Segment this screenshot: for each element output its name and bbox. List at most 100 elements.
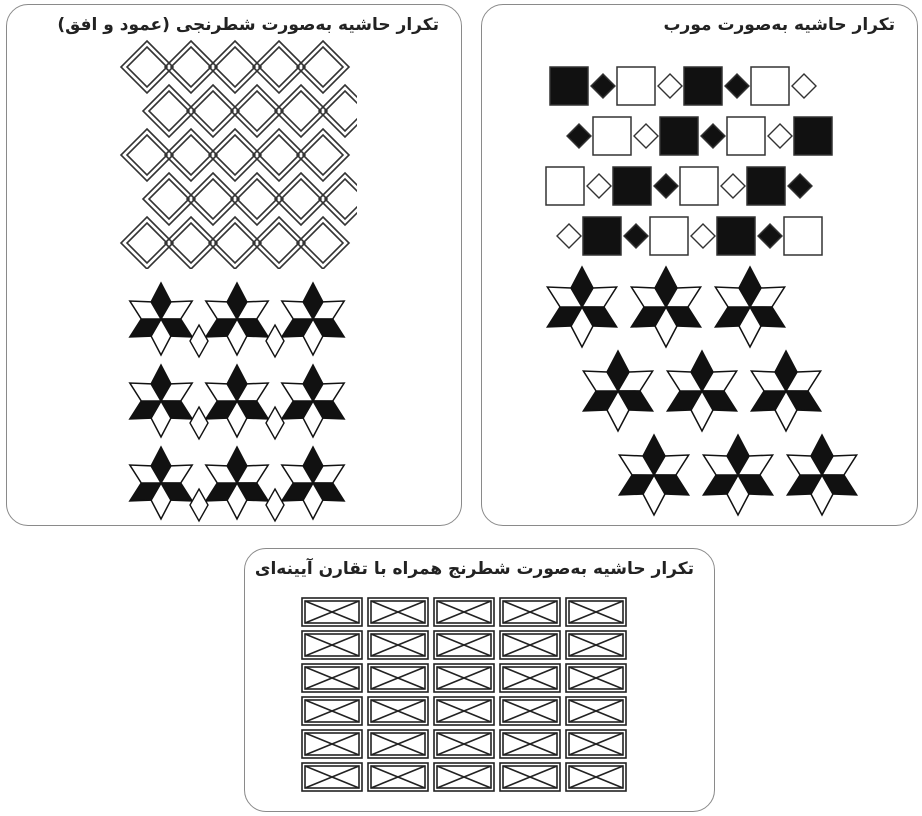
lattice-diamond-inner (281, 179, 321, 219)
white-square (617, 67, 655, 105)
lattice-diamond-inner (281, 91, 321, 131)
white-square (593, 117, 631, 155)
mirror-cell (566, 631, 626, 659)
black-diamond (567, 124, 591, 148)
black-square (613, 167, 651, 205)
lattice-diamond-inner (193, 91, 233, 131)
mirror-cell (368, 631, 428, 659)
mirror-box-pattern (299, 595, 649, 807)
white-square (784, 217, 822, 255)
panel-title: تکرار حاشیه به‌صورت شطرنج همراه با تقارن… (255, 559, 694, 579)
star-motif (703, 435, 772, 515)
star-motif (282, 283, 344, 355)
black-square (794, 117, 832, 155)
black-square (684, 67, 722, 105)
black-diamond (758, 224, 782, 248)
white-square (650, 217, 688, 255)
panel-grid-repeat: تکرار حاشیه به‌صورت شطرنجی (عمود و افق) (6, 4, 462, 526)
black-square (660, 117, 698, 155)
star-motif (787, 435, 856, 515)
star-motif (282, 447, 344, 519)
black-square (583, 217, 621, 255)
star-motif (715, 267, 784, 347)
mirror-cell (302, 763, 362, 791)
connector-diamond (266, 325, 284, 357)
star-motif (130, 447, 192, 519)
mirror-cell (566, 697, 626, 725)
star-motif (206, 365, 268, 437)
lattice-diamond-inner (193, 179, 233, 219)
lattice-diamond-inner (259, 47, 299, 87)
white-square (680, 167, 718, 205)
mirror-cell (566, 763, 626, 791)
black-diamond (591, 74, 615, 98)
white-square (727, 117, 765, 155)
mirror-cell (302, 598, 362, 626)
lattice-diamond-inner (171, 223, 211, 263)
lattice-diamond-inner (127, 47, 167, 87)
mirror-cell (368, 763, 428, 791)
lattice-diamond-inner (303, 47, 343, 87)
mirror-cell (302, 730, 362, 758)
mirror-cell (368, 664, 428, 692)
mirror-cell (566, 598, 626, 626)
mirror-cell (500, 631, 560, 659)
lattice-diamond-inner (149, 91, 189, 131)
panel-title: تکرار حاشیه به‌صورت شطرنجی (عمود و افق) (57, 15, 439, 35)
star-motif (206, 447, 268, 519)
black-diamond (788, 174, 812, 198)
mirror-cell (434, 631, 494, 659)
star-motif (206, 283, 268, 355)
lattice-diamond-inner (171, 47, 211, 87)
white-diamond (768, 124, 792, 148)
panel-title: تکرار حاشیه به‌صورت مورب (663, 15, 895, 35)
lattice-diamond-inner (303, 135, 343, 175)
panel-diagonal-repeat: تکرار حاشیه به‌صورت مورب (481, 4, 918, 526)
star-motif (751, 351, 820, 431)
mirror-cell (434, 664, 494, 692)
black-square (550, 67, 588, 105)
panel-mirror-repeat: تکرار حاشیه به‌صورت شطرنج همراه با تقارن… (244, 548, 715, 812)
lattice-diamond-inner (127, 223, 167, 263)
mirror-cell (434, 730, 494, 758)
mirror-cell (500, 598, 560, 626)
black-diamond (725, 74, 749, 98)
star-motif (583, 351, 652, 431)
black-square (747, 167, 785, 205)
lattice-diamond-inner (171, 135, 211, 175)
white-diamond (557, 224, 581, 248)
lattice-diamond-inner (259, 223, 299, 263)
star-grid-pattern (117, 275, 357, 525)
mirror-cell (434, 763, 494, 791)
lattice-diamond-inner (325, 91, 357, 131)
white-diamond (658, 74, 682, 98)
star-motif (667, 351, 736, 431)
black-diamond (701, 124, 725, 148)
white-diamond (721, 174, 745, 198)
diamond-lattice-pattern (117, 39, 357, 269)
mirror-cell (368, 697, 428, 725)
black-diamond (624, 224, 648, 248)
lattice-diamond-inner (303, 223, 343, 263)
lattice-diamond-inner (127, 135, 167, 175)
mirror-cell (500, 697, 560, 725)
white-diamond (634, 124, 658, 148)
star-motif (130, 365, 192, 437)
mirror-cell (302, 697, 362, 725)
lattice-group (121, 41, 357, 269)
mirror-cell (500, 763, 560, 791)
connector-diamond (266, 407, 284, 439)
mirror-cell (434, 697, 494, 725)
connector-diamond (190, 489, 208, 521)
star-motif (631, 267, 700, 347)
white-diamond (587, 174, 611, 198)
lattice-diamond-inner (237, 179, 277, 219)
white-square (751, 67, 789, 105)
lattice-diamond-inner (215, 223, 255, 263)
connector-diamond (266, 489, 284, 521)
mirror-cell (566, 664, 626, 692)
mirror-cell (368, 730, 428, 758)
lattice-diamond-inner (149, 179, 189, 219)
star-motif (130, 283, 192, 355)
lattice-diamond-inner (325, 179, 357, 219)
